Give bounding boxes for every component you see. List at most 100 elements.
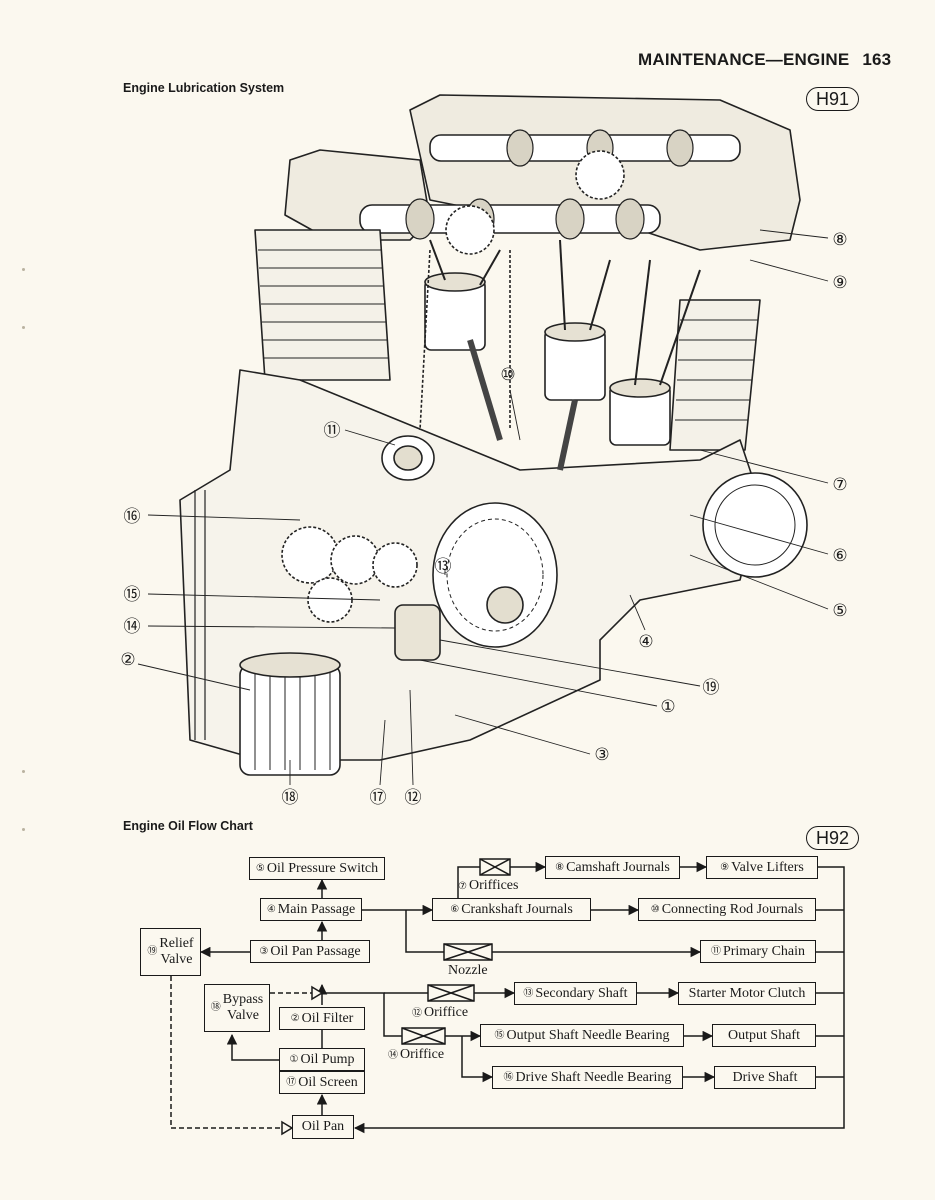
callout-7: ⑦: [832, 475, 847, 494]
label-line2: Valve: [227, 1008, 259, 1023]
label: Drive Shaft: [732, 1069, 798, 1085]
num: ③: [259, 945, 269, 957]
figure-ref-h91: H91: [806, 87, 860, 111]
figure-ref-h92: H92: [806, 826, 860, 850]
num: ⑥: [450, 903, 460, 915]
box-output-shaft: Output Shaft: [712, 1024, 816, 1047]
callout-8: ⑧: [832, 230, 847, 249]
num: ⑰: [286, 1076, 297, 1088]
callout-9: ⑨: [832, 273, 847, 292]
num: ⑪: [710, 945, 721, 957]
num: ⑮: [494, 1029, 505, 1041]
page-number: 163: [862, 50, 892, 69]
box-starter-motor-clutch: Starter Motor Clutch: [678, 982, 816, 1005]
running-header: MAINTENANCE—ENGINE 163: [638, 50, 891, 70]
section-title-oil-flow: Engine Oil Flow Chart: [123, 819, 253, 833]
label: Oil Pressure Switch: [266, 860, 379, 876]
callout-16: ⑯: [124, 507, 141, 526]
callout-17: ⑰: [370, 788, 387, 807]
num: ⑤: [255, 862, 265, 874]
label: Oil Screen: [298, 1074, 358, 1090]
label: Camshaft Journals: [566, 859, 670, 875]
callout-19: ⑲: [703, 678, 720, 697]
num: ⑯: [503, 1071, 514, 1083]
callout-2: ②: [120, 650, 135, 669]
num: ⑩: [650, 903, 660, 915]
flow-chart-connectors: [170, 858, 845, 1136]
label-line1: Relief: [159, 936, 194, 951]
callout-12: ⑫: [405, 788, 422, 807]
label: Oriffices: [468, 878, 519, 893]
label: Oriffice: [400, 1047, 445, 1062]
callout-1: ①: [660, 697, 675, 716]
page-speck: [22, 326, 25, 329]
label: Drive Shaft Needle Bearing: [515, 1069, 672, 1085]
page-speck: [22, 268, 25, 271]
callout-3: ③: [594, 745, 609, 764]
num: ①: [289, 1053, 299, 1065]
label: Starter Motor Clutch: [688, 985, 806, 1001]
label-line1: Bypass: [222, 992, 264, 1007]
num: ⑱: [210, 1002, 221, 1013]
callout-13: ⑬: [435, 557, 452, 576]
label: Main Passage: [277, 901, 356, 917]
section-title-lubrication: Engine Lubrication System: [123, 81, 285, 95]
label: Oriffice: [424, 1005, 469, 1020]
label: Crankshaft Journals: [461, 901, 573, 917]
callout-11: ⑪: [324, 421, 341, 440]
label: Oil Pump: [300, 1051, 355, 1067]
callout-18: ⑱: [282, 788, 299, 807]
label: Output Shaft Needle Bearing: [506, 1027, 670, 1043]
num: ⑦: [458, 881, 467, 892]
box-oil-pan: Oil Pan: [292, 1115, 354, 1139]
num: ⑨: [720, 861, 730, 873]
box-bypass-valve: ⑱ Bypass Valve: [204, 984, 270, 1032]
callout-10: ⑩: [500, 365, 515, 384]
label: Output Shaft: [728, 1027, 800, 1043]
callout-15: ⑮: [124, 585, 141, 604]
callout-5: ⑤: [832, 601, 847, 620]
num: ⑭: [388, 1050, 398, 1061]
label: Primary Chain: [722, 943, 806, 959]
page-speck: [22, 770, 25, 773]
box-relief-valve: ⑲ Relief Valve: [140, 928, 201, 976]
label: Oil Pan Passage: [270, 943, 361, 959]
label: Valve Lifters: [731, 859, 804, 875]
label: Oil Filter: [301, 1010, 354, 1026]
label: Connecting Rod Journals: [661, 901, 804, 917]
callout-6: ⑥: [832, 546, 847, 565]
callout-14: ⑭: [124, 617, 141, 636]
num: ⑧: [555, 861, 565, 873]
label-line2: Valve: [160, 952, 193, 967]
engine-cutaway-illustration: ⑧ ⑨ ⑦ ⑥ ⑤ ④ ⑲ ① ③ ⑩ ⑪ ⑬ ⑯ ⑮ ⑭ ② ⑱ ⑰ ⑫: [120, 94, 848, 807]
num: ②: [290, 1012, 300, 1024]
page-speck: [22, 828, 25, 831]
callout-4: ④: [638, 632, 653, 651]
label: Secondary Shaft: [535, 985, 628, 1001]
num: ⑲: [147, 946, 158, 957]
num: ④: [266, 903, 276, 915]
label: Oil Pan: [301, 1119, 345, 1134]
header-title: MAINTENANCE—ENGINE: [638, 50, 850, 69]
label-nozzle: Nozzle: [448, 963, 488, 978]
num: ⑬: [523, 987, 534, 999]
box-drive-shaft: Drive Shaft: [714, 1066, 816, 1089]
num: ⑫: [412, 1008, 422, 1019]
